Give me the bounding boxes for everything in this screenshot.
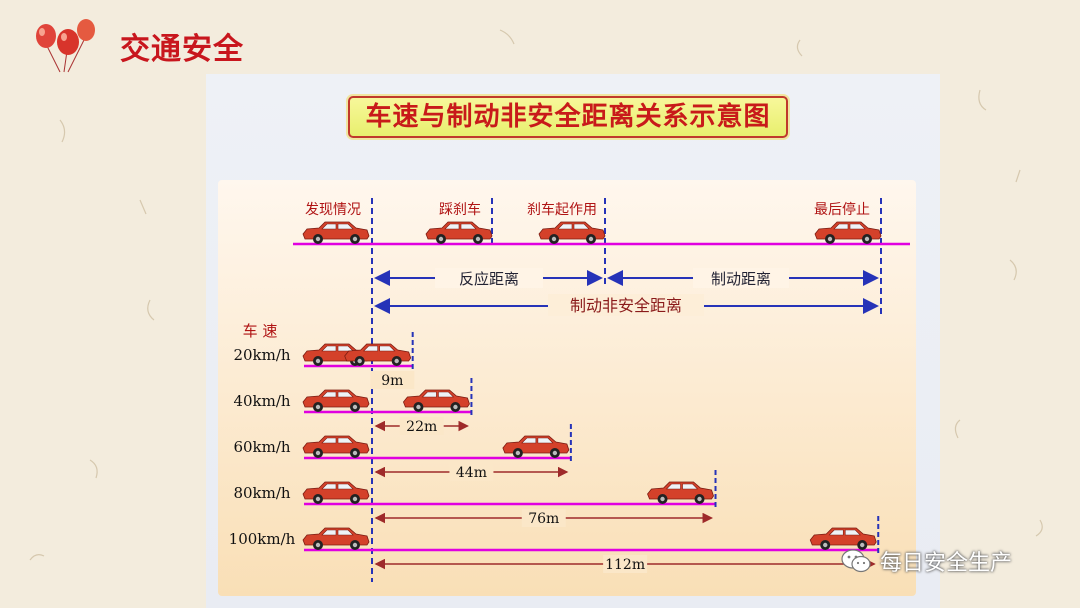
speed-rows: 20km/h9m40km/h22m60km/h44m80km/h76m100km… — [229, 332, 880, 573]
speed-label: 80km/h — [233, 484, 290, 502]
speed-row: 40km/h 22m — [233, 378, 473, 435]
speed-row: 20km/h 9m — [233, 332, 415, 389]
speed-label: 60km/h — [233, 438, 290, 456]
car-icon — [502, 435, 570, 459]
total-distance-label: 制动非安全距离 — [570, 296, 682, 315]
page-title: 交通安全 — [120, 32, 244, 67]
distance-label: 76m — [528, 511, 559, 527]
car-icon — [302, 221, 370, 245]
car-icon — [402, 389, 470, 413]
car-icon — [425, 221, 493, 245]
speed-label: 100km/h — [229, 530, 296, 548]
stage-label-act: 刹车起作用 — [527, 201, 597, 218]
distance-label: 22m — [406, 419, 437, 435]
diagram-title: 车速与制动非安全距离关系示意图 — [348, 96, 788, 138]
speed-row: 60km/h 44m — [233, 424, 572, 481]
car-icon — [302, 389, 370, 413]
car-icon — [814, 221, 882, 245]
balloons-icon — [20, 14, 116, 78]
car-icon — [302, 481, 370, 505]
distance-label: 44m — [456, 465, 487, 481]
speed-row: 80km/h 76m — [233, 470, 717, 527]
car-icon — [302, 527, 370, 551]
speed-row: 100km/h 112m — [229, 516, 880, 573]
watermark-text: 每日安全生产 — [880, 551, 1013, 576]
distance-label: 112m — [605, 557, 645, 573]
diagram-canvas-background — [218, 180, 916, 596]
stage-label-discover: 发现情况 — [305, 202, 361, 218]
stage-markers — [371, 198, 882, 582]
braking-distance-label: 制动距离 — [711, 270, 771, 288]
distance-label: 9m — [381, 373, 403, 389]
car-icon — [647, 481, 715, 505]
car-icon — [302, 435, 370, 459]
reaction-distance-label: 反应距离 — [459, 270, 519, 288]
wechat-icon — [841, 549, 871, 573]
car-icon — [538, 221, 606, 245]
stage-label-stop: 最后停止 — [814, 201, 870, 218]
speed-axis-label: 车 速 — [243, 322, 278, 340]
speed-label: 40km/h — [233, 392, 290, 410]
speed-label: 20km/h — [233, 346, 290, 364]
stage-label-press: 踩刹车 — [439, 201, 481, 218]
watermark: 每日安全生产 — [840, 546, 1012, 576]
